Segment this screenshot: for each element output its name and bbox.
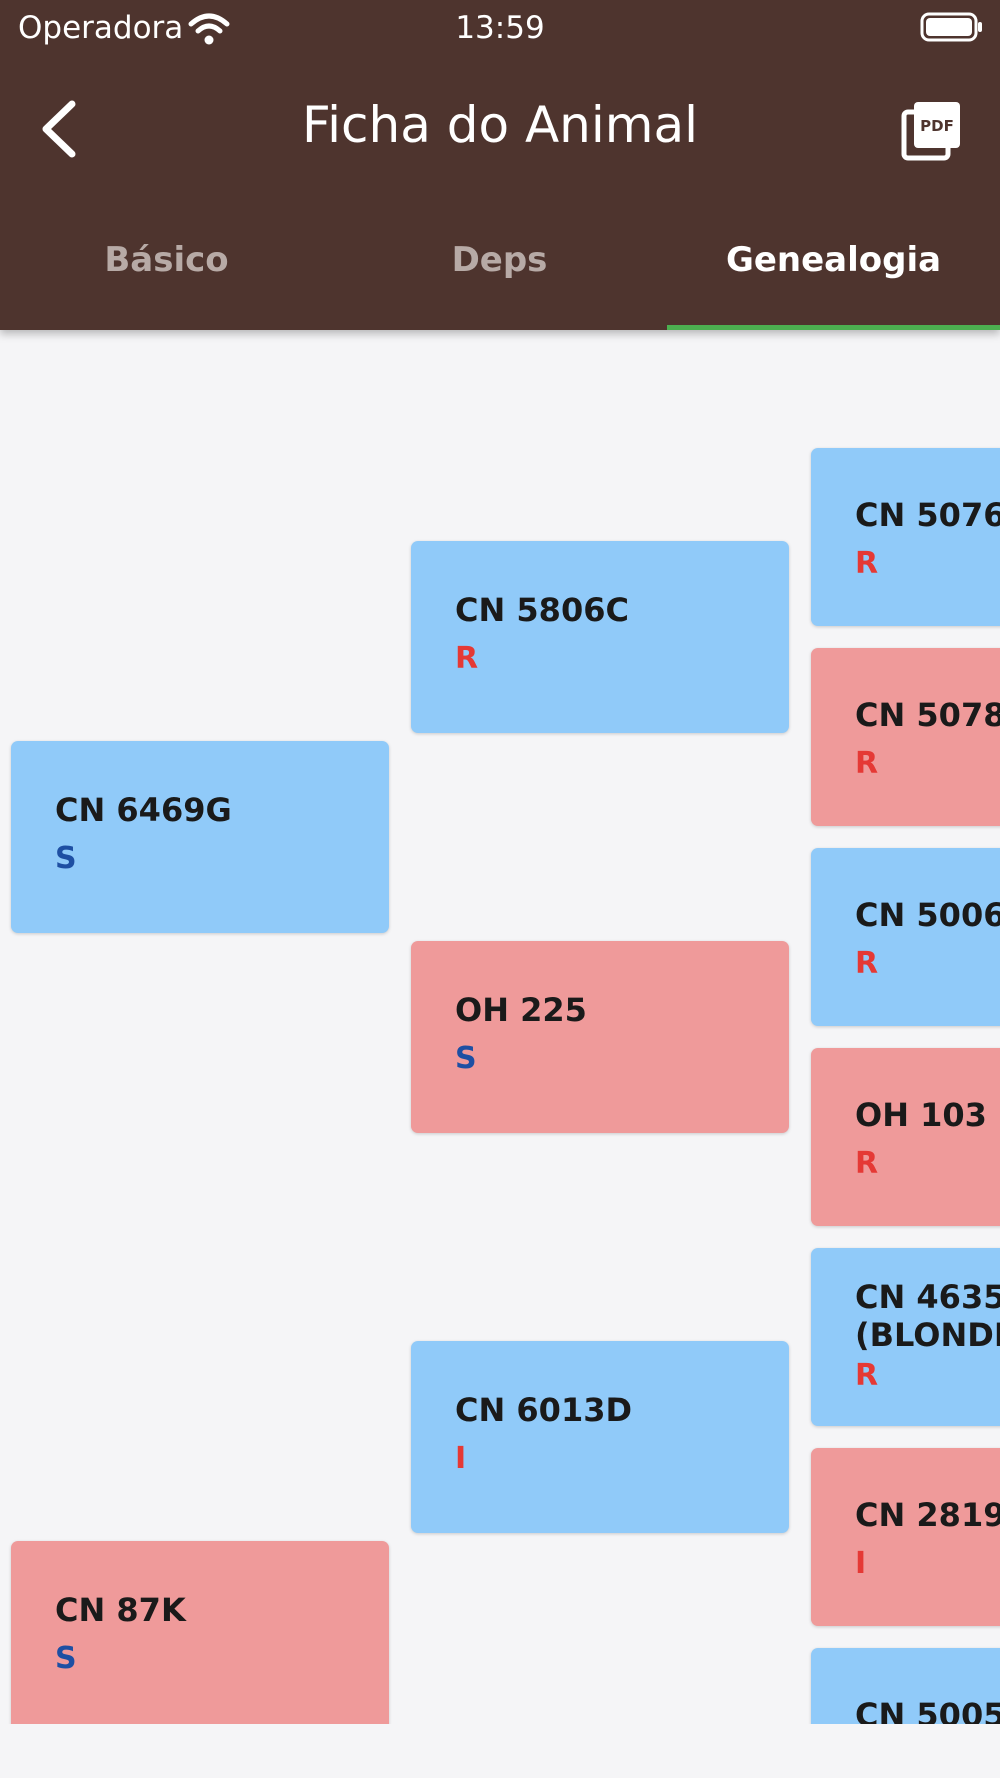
animal-code: I — [455, 1441, 467, 1476]
animal-name: CN 2819 — [855, 1496, 1000, 1534]
wifi-icon — [188, 13, 230, 45]
pedigree-card-ggp-3[interactable]: CN 5006 R — [811, 848, 1000, 1026]
animal-code: R — [855, 746, 879, 781]
status-carrier: Operadora — [18, 10, 184, 46]
animal-name: OH 225 — [455, 991, 587, 1029]
animal-name: CN 6013D — [455, 1391, 633, 1429]
tab-deps[interactable]: Deps — [451, 240, 548, 280]
app-bar: Operadora 13:59 Ficha do Animal PDF Bási… — [0, 0, 1000, 330]
bottom-safe-area — [0, 1724, 1000, 1778]
pedigree-tree: CN 6469G S CN 87K S CN 5806C R OH 225 S … — [0, 330, 1000, 1724]
pedigree-card-paternal-grandsire[interactable]: CN 5806C R — [411, 541, 789, 733]
animal-code: S — [55, 841, 77, 876]
animal-name: CN 5006 — [855, 896, 1000, 934]
pedigree-card-maternal-grandsire[interactable]: CN 6013D I — [411, 1341, 789, 1533]
page-title: Ficha do Animal — [302, 96, 698, 154]
animal-code: R — [855, 1146, 879, 1181]
animal-name: CN 5076 — [855, 496, 1000, 534]
animal-name: CN 4635 (BLONDI — [855, 1278, 1000, 1354]
pdf-export-icon[interactable]: PDF — [900, 98, 964, 162]
back-chevron-icon[interactable] — [34, 96, 90, 162]
animal-code: R — [855, 1358, 879, 1393]
animal-name: OH 103 — [855, 1096, 987, 1134]
pedigree-card-dam[interactable]: CN 87K S — [11, 1541, 389, 1724]
tab-active-indicator — [667, 325, 1000, 330]
pedigree-card-ggp-7[interactable]: CN 5005 — [811, 1648, 1000, 1724]
animal-name: CN 5005 — [855, 1696, 1000, 1724]
status-time: 13:59 — [455, 10, 545, 46]
animal-code: S — [55, 1641, 77, 1676]
animal-code: I — [855, 1546, 867, 1581]
animal-name: CN 5806C — [455, 591, 629, 629]
svg-text:PDF: PDF — [920, 117, 954, 135]
pedigree-card-ggp-4[interactable]: OH 103 R — [811, 1048, 1000, 1226]
pedigree-card-ggp-2[interactable]: CN 5078 R — [811, 648, 1000, 826]
animal-name: CN 5078 — [855, 696, 1000, 734]
animal-name: CN 87K — [55, 1591, 186, 1629]
animal-code: R — [855, 946, 879, 981]
animal-code: R — [455, 641, 479, 676]
animal-code: S — [455, 1041, 477, 1076]
pedigree-card-paternal-granddam[interactable]: OH 225 S — [411, 941, 789, 1133]
animal-name: CN 6469G — [55, 791, 232, 829]
tab-basico[interactable]: Básico — [104, 240, 229, 280]
pedigree-card-ggp-6[interactable]: CN 2819 I — [811, 1448, 1000, 1626]
tab-bar: Básico Deps Genealogia — [0, 230, 1000, 330]
pedigree-card-ggp-1[interactable]: CN 5076 R — [811, 448, 1000, 626]
pedigree-card-sire[interactable]: CN 6469G S — [11, 741, 389, 933]
battery-icon — [920, 12, 982, 42]
animal-code: R — [855, 546, 879, 581]
tab-genealogia[interactable]: Genealogia — [725, 240, 942, 280]
pedigree-card-ggp-5[interactable]: CN 4635 (BLONDI R — [811, 1248, 1000, 1426]
